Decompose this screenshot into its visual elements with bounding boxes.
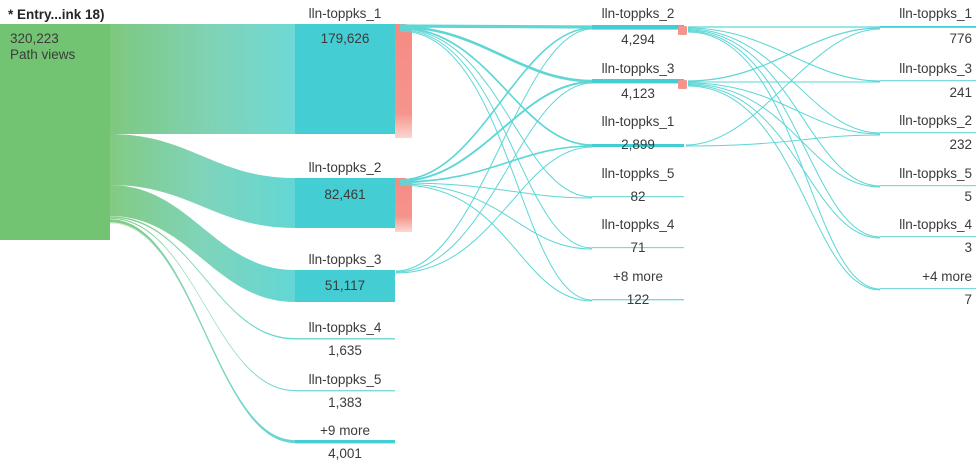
node-bar-step3-more4[interactable] bbox=[880, 288, 976, 290]
dropoff-step2 bbox=[678, 26, 687, 89]
node-bar-step3-toppks5[interactable] bbox=[880, 185, 976, 187]
node-bar-step3-toppks3[interactable] bbox=[880, 80, 976, 82]
link-s2n2-to-s3n4 bbox=[687, 83, 881, 188]
dropoff-step1 bbox=[395, 24, 412, 232]
node-bar-step1-toppks2[interactable] bbox=[295, 178, 395, 228]
node-bar-step3-toppks2[interactable] bbox=[880, 132, 976, 134]
node-bar-step1-toppks3[interactable] bbox=[295, 270, 395, 302]
link-s2n2-to-s3n6 bbox=[687, 85, 881, 291]
dropoff-bar-step1-toppks1 bbox=[395, 24, 412, 138]
link-s1n1-to-s2n4 bbox=[399, 28, 593, 198]
node-bar-step2-toppks5[interactable] bbox=[592, 196, 684, 198]
node-bar-step1-toppks1[interactable] bbox=[295, 24, 395, 134]
node-bar-step2-more8[interactable] bbox=[592, 299, 684, 301]
link-s2n3-to-s3n3 bbox=[685, 134, 881, 147]
node-entry-block[interactable] bbox=[0, 24, 110, 240]
nodes-step3 bbox=[880, 26, 976, 290]
node-bar-step2-toppks4[interactable] bbox=[592, 247, 684, 249]
nodes-step1 bbox=[295, 24, 395, 444]
link-s2n3-to-s3n1 bbox=[685, 28, 881, 146]
node-bar-step2-toppks3[interactable] bbox=[592, 79, 684, 84]
node-bar-step1-toppks4[interactable] bbox=[295, 338, 395, 340]
nodes-step2 bbox=[592, 25, 684, 301]
link-s1n1-to-s2n3 bbox=[399, 27, 593, 146]
link-s1n1-to-s2n6 bbox=[399, 30, 593, 301]
dropoff-bar-step1-toppks2 bbox=[395, 178, 412, 232]
link-s2n1-to-s3n6 bbox=[687, 31, 881, 290]
links-step2-to-step3 bbox=[685, 26, 881, 291]
link-s1n3-to-s2n3 bbox=[395, 146, 593, 274]
links-step1-to-step2 bbox=[395, 24, 593, 302]
link-s2n1-to-s3n3 bbox=[687, 28, 881, 134]
node-bar-step2-toppks2[interactable] bbox=[592, 25, 684, 30]
link-s1n1-to-s2n1 bbox=[399, 24, 593, 29]
link-s1n2-to-s2n4 bbox=[399, 182, 593, 199]
link-s2n1-to-s3n5 bbox=[687, 30, 881, 238]
node-bar-step3-toppks4[interactable] bbox=[880, 236, 976, 238]
dropoff-marker-step2-toppks2 bbox=[678, 26, 687, 35]
link-s1n1-to-s2n5 bbox=[399, 29, 593, 249]
link-s1n2-to-s2n1 bbox=[399, 27, 593, 181]
node-bar-step2-toppks1[interactable] bbox=[592, 144, 684, 147]
link-s2n1-to-s3n4 bbox=[687, 29, 881, 187]
ribbon-entry-toppks2 bbox=[110, 134, 295, 228]
link-s1n2-to-s2n3 bbox=[399, 145, 593, 183]
ribbon-entry-toppks1 bbox=[110, 24, 295, 134]
link-s1n3-to-s2n2 bbox=[395, 82, 593, 273]
ribbons-entry-to-step1 bbox=[110, 24, 295, 443]
node-bar-step3-toppks1[interactable] bbox=[880, 26, 976, 28]
link-s1n2-to-s2n2 bbox=[399, 81, 593, 182]
link-s1n2-to-s2n5 bbox=[399, 183, 593, 250]
link-s2n2-to-s3n5 bbox=[687, 84, 881, 239]
link-s1n3-to-s2n1 bbox=[395, 28, 593, 272]
link-s2n2-to-s3n1 bbox=[687, 27, 881, 82]
dropoff-marker-step2-toppks3 bbox=[678, 80, 687, 89]
ribbon-entry-toppks3 bbox=[110, 185, 295, 302]
node-bar-step1-more9[interactable] bbox=[295, 440, 395, 444]
node-bar-step1-toppks5[interactable] bbox=[295, 390, 395, 392]
link-s1n1-to-s2n2 bbox=[399, 25, 593, 83]
link-s1n2-to-s2n6 bbox=[399, 184, 593, 302]
link-s2n2-to-s3n3 bbox=[687, 82, 881, 135]
